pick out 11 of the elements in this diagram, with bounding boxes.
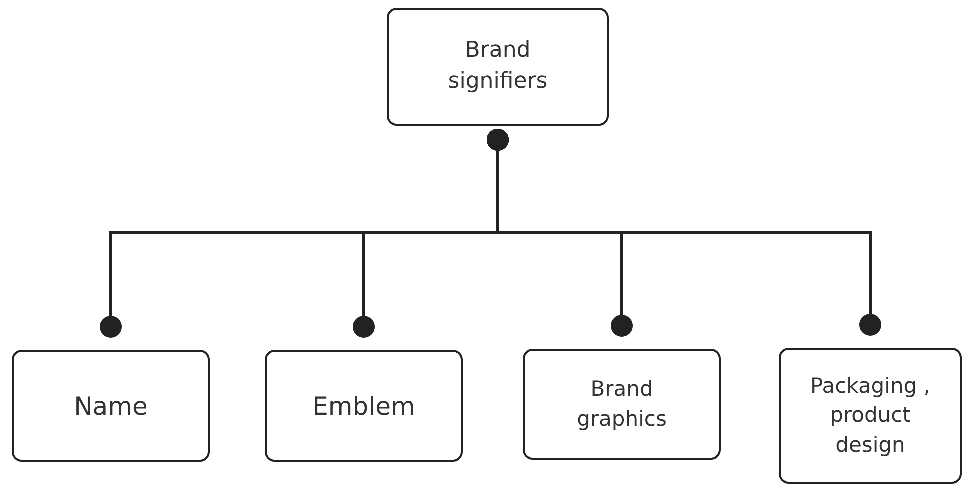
node-label: Brand graphics xyxy=(576,376,668,432)
label-box xyxy=(523,349,721,460)
node-label: Packaging , product design xyxy=(810,372,932,459)
label-box xyxy=(265,350,463,462)
label-box xyxy=(387,8,609,126)
node-label: Brand signifiers xyxy=(447,37,549,96)
label-box xyxy=(12,350,210,462)
label-box xyxy=(779,348,962,484)
connector xyxy=(487,129,882,336)
node-label: Emblem xyxy=(312,390,416,422)
node-label: Name xyxy=(74,390,148,422)
